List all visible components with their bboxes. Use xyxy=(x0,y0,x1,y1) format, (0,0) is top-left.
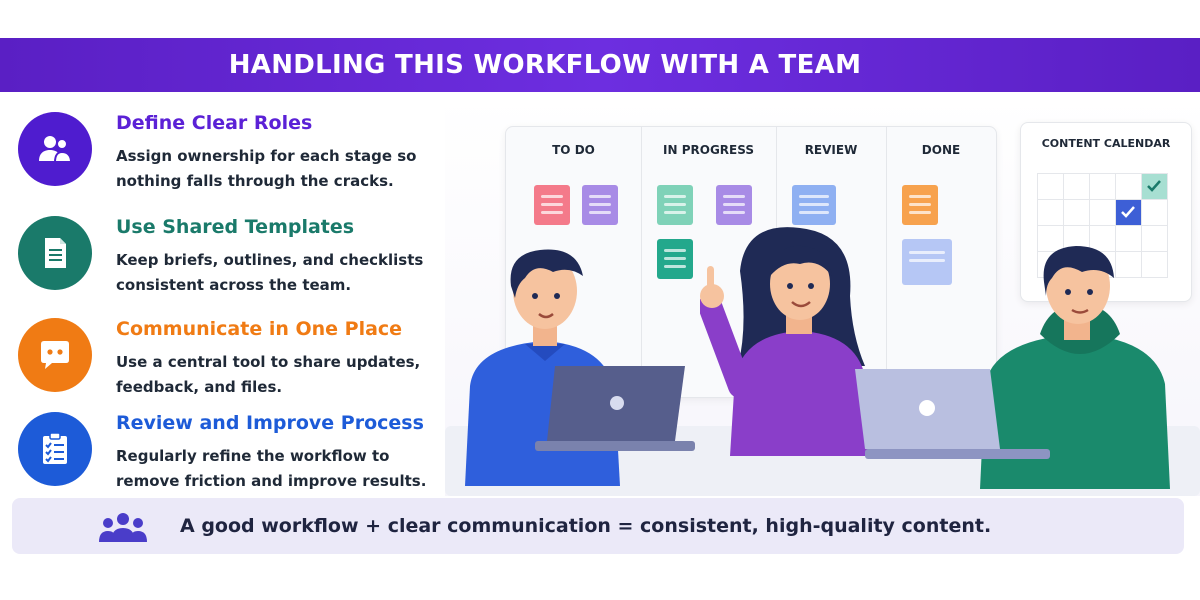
task-card xyxy=(902,185,938,225)
tip-title: Communicate in One Place xyxy=(116,318,403,340)
tip-title: Define Clear Roles xyxy=(116,112,313,134)
tip-desc: Keep briefs, outlines, and checklists co… xyxy=(116,251,424,294)
board-column-review: REVIEW xyxy=(776,127,887,397)
laptop-icon xyxy=(535,366,695,451)
column-title: TO DO xyxy=(552,143,595,157)
task-card xyxy=(902,239,952,285)
checklist-icon xyxy=(18,412,92,486)
header-banner: HANDLING THIS WORKFLOW WITH A TEAM xyxy=(0,38,1200,92)
column-title: IN PROGRESS xyxy=(663,143,754,157)
task-card xyxy=(582,185,618,225)
document-icon xyxy=(18,216,92,290)
tip-desc: Use a central tool to share updates, fee… xyxy=(116,353,421,396)
footer-callout: A good workflow + clear communication = … xyxy=(12,498,1184,554)
tip-desc: Regularly refine the workflow to remove … xyxy=(116,447,427,490)
tip-title: Use Shared Templates xyxy=(116,216,355,238)
tip-define-roles: Define Clear Roles Assign ownership for … xyxy=(18,108,438,198)
footer-text: A good workflow + clear communication = … xyxy=(180,515,992,537)
check-icon xyxy=(1140,172,1168,200)
task-card xyxy=(657,239,693,279)
check-icon xyxy=(1114,198,1142,226)
tip-title: Review and Improve Process xyxy=(116,412,424,434)
team-illustration: TO DO IN PROGRESS REVIEW DONE CONTENT CA… xyxy=(445,96,1200,496)
column-title: DONE xyxy=(921,143,961,157)
board-column-done: DONE xyxy=(886,127,996,397)
person-middle-illustration xyxy=(700,227,870,456)
team-icon xyxy=(99,513,147,542)
task-card xyxy=(792,185,836,225)
board-column-todo: TO DO xyxy=(506,127,642,397)
task-card xyxy=(534,185,570,225)
page-title: HANDLING THIS WORKFLOW WITH A TEAM xyxy=(228,50,862,80)
task-card xyxy=(657,185,693,225)
tip-review-improve: Review and Improve Process Regularly ref… xyxy=(18,408,438,498)
column-title: REVIEW xyxy=(804,143,858,157)
tip-desc: Assign ownership for each stage so nothi… xyxy=(116,147,417,190)
tip-communicate: Communicate in One Place Use a central t… xyxy=(18,314,438,404)
tip-shared-templates: Use Shared Templates Keep briefs, outlin… xyxy=(18,212,438,302)
chat-icon xyxy=(18,318,92,392)
laptop-icon xyxy=(855,369,1050,459)
task-card xyxy=(716,185,752,225)
calendar-title: CONTENT CALENDAR xyxy=(1041,137,1171,150)
team-icon xyxy=(18,112,92,186)
